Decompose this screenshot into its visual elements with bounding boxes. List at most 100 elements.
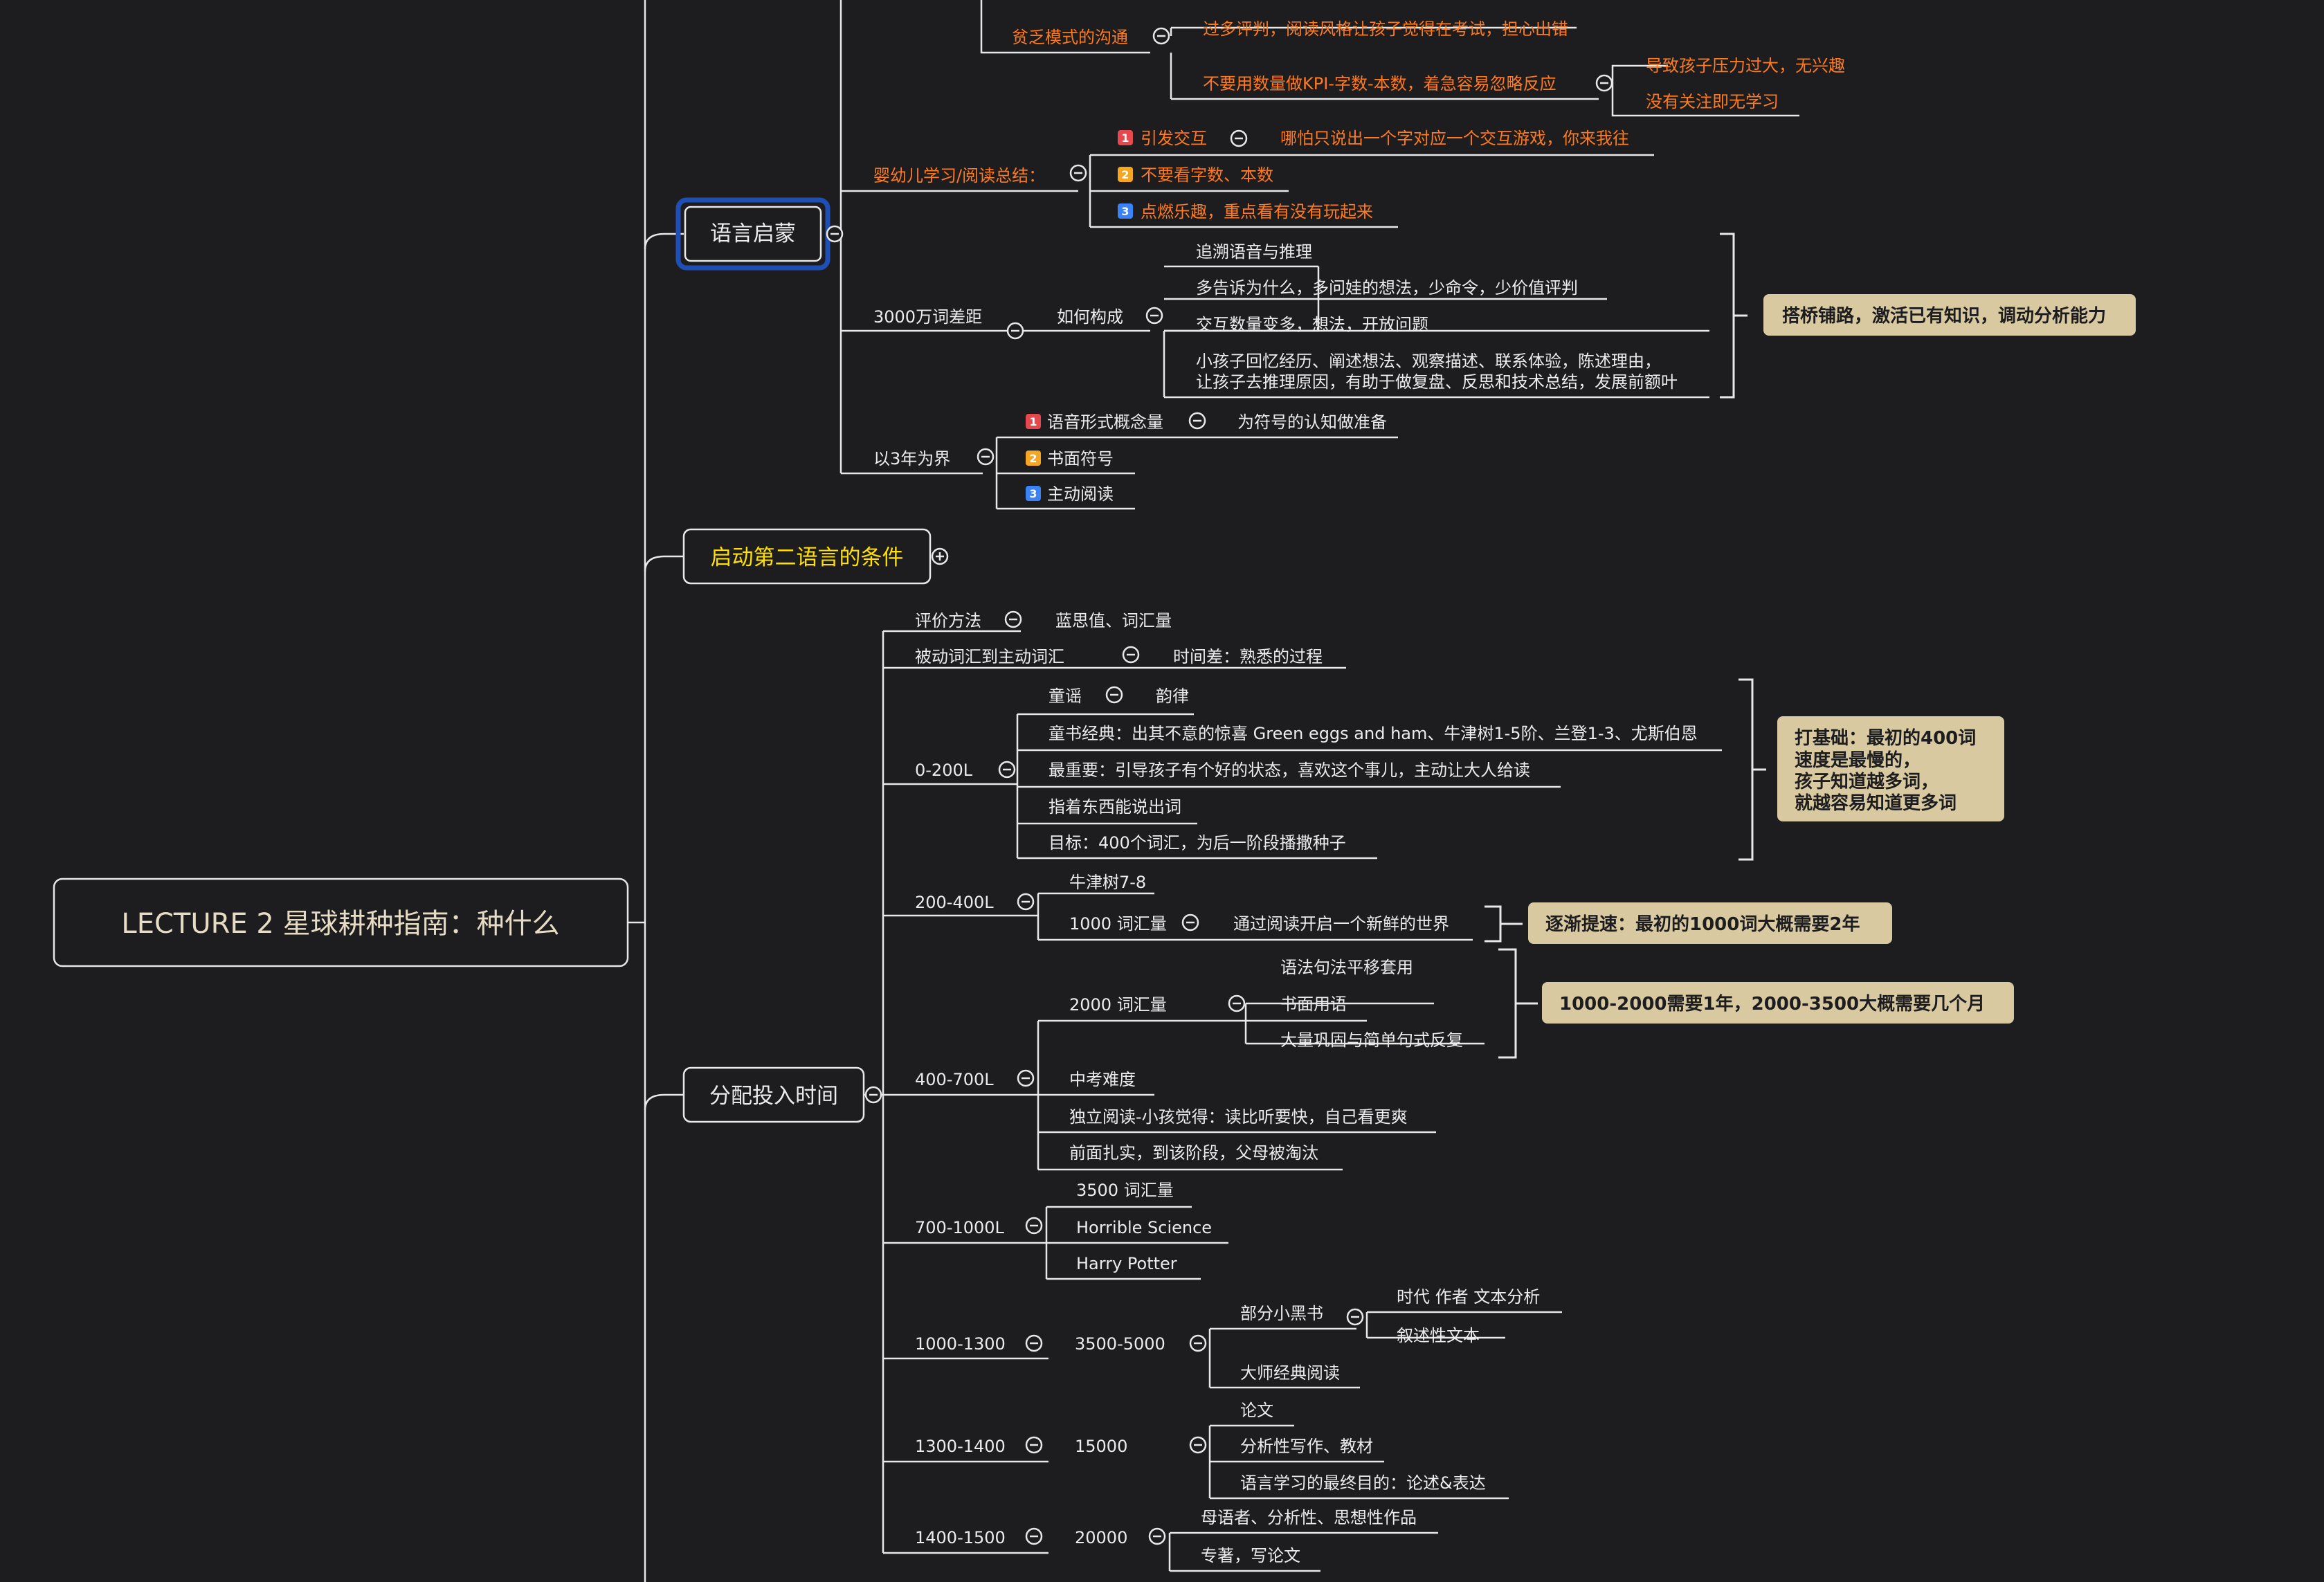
collapse-toggle-icon[interactable] (1189, 1334, 1207, 1352)
topic-classics[interactable]: 童书经典：出其不意的惊喜 Green eggs and ham、牛津树1-5阶、… (1048, 724, 1698, 743)
collapse-toggle-icon[interactable] (1017, 893, 1035, 911)
lang-node[interactable]: 语言启蒙 (675, 197, 830, 271)
topic-phonetic[interactable]: 语音形式概念量 (1047, 412, 1163, 432)
topic-l1400-1500[interactable]: 1400-1500 (915, 1528, 1006, 1547)
topic-too-much-eval[interactable]: 过多评判，阅读风格让孩子觉得在考试，担心出错 (1203, 19, 1568, 39)
alloc-node[interactable]: 分配投入时间 (682, 1066, 865, 1123)
topic-zhongkao[interactable]: 中考难度 (1069, 1070, 1136, 1089)
topic-no-count[interactable]: 不要看字数、本数 (1141, 165, 1273, 185)
collapse-toggle-icon[interactable] (1189, 1436, 1207, 1454)
topic-era-author[interactable]: 时代 作者 文本分析 (1397, 1287, 1540, 1307)
priority-2-icon: 2 (1026, 451, 1041, 466)
topic-more-interaction[interactable]: 交互数量变多，想法，开放问题 (1196, 315, 1428, 334)
collapse-toggle-icon[interactable] (1181, 913, 1199, 931)
topic-analytic[interactable]: 分析性写作、教材 (1240, 1437, 1373, 1456)
topic-eval-method[interactable]: 评价方法 (915, 611, 981, 630)
collapse-toggle-icon[interactable] (1230, 129, 1248, 147)
topic-trigger-detail[interactable]: 哪怕只说出一个字对应一个交互游戏，你来我往 (1280, 129, 1629, 148)
topic-more-why[interactable]: 多告诉为什么，多问娃的想法，少命令，少价值评判 (1196, 278, 1578, 298)
topic-black-books[interactable]: 部分小黑书 (1240, 1304, 1323, 1323)
callout-bridge[interactable]: 搭桥铺路，激活已有知识，调动分析能力 (1763, 294, 2136, 336)
collapse-toggle-icon[interactable] (998, 761, 1016, 779)
topic-harry[interactable]: Harry Potter (1076, 1254, 1177, 1273)
collapse-toggle-icon[interactable] (1188, 412, 1206, 430)
topic-goal-400[interactable]: 目标：400个词汇，为后一阶段播撒种子 (1048, 833, 1346, 853)
topic-most-important[interactable]: 最重要：引导孩子有个好的状态，喜欢这个事儿，主动让大人给读 (1048, 761, 1530, 780)
collapse-toggle-icon[interactable] (1145, 307, 1163, 325)
topic-l0-200[interactable]: 0-200L (915, 761, 973, 780)
callout-400[interactable]: 打基础：最初的400词 速度是最慢的， 孩子知道越多词， 就越容易知道更多词 (1777, 716, 2004, 821)
collapse-toggle-icon[interactable] (1148, 1527, 1166, 1545)
collapse-toggle-icon[interactable] (1025, 1436, 1043, 1454)
topic-horrible[interactable]: Horrible Science (1076, 1218, 1212, 1237)
topic-l1000-1300[interactable]: 1000-1300 (915, 1334, 1006, 1354)
topic-point-say[interactable]: 指着东西能说出词 (1048, 797, 1181, 817)
callout-2000[interactable]: 1000-2000需要1年，2000-3500大概需要几个月 (1542, 982, 2014, 1024)
collapse-toggle-icon[interactable] (864, 1086, 882, 1104)
collapse-toggle-icon[interactable] (977, 448, 995, 466)
topic-no-focus[interactable]: 没有关注即无学习 (1646, 92, 1779, 111)
topic-new-world[interactable]: 通过阅读开启一个新鲜的世界 (1233, 914, 1449, 934)
topic-l400-700[interactable]: 400-700L (915, 1070, 994, 1089)
topic-ultimate[interactable]: 语言学习的最终目的：论述&表达 (1240, 1473, 1486, 1493)
topic-syntax[interactable]: 语法句法平移套用 (1280, 958, 1413, 977)
topic-trigger[interactable]: 引发交互 (1141, 129, 1207, 148)
topic-vocab-3500[interactable]: 3500 词汇量 (1076, 1181, 1174, 1200)
topic-how[interactable]: 如何构成 (1057, 307, 1123, 327)
topic-infant-summary[interactable]: 婴幼儿学习/阅读总结： (873, 166, 1045, 185)
topic-monograph[interactable]: 专著，写论文 (1201, 1546, 1300, 1565)
topic-lack-mode[interactable]: 贫乏模式的沟通 (1012, 28, 1128, 47)
topic-l200-400[interactable]: 200-400L (915, 893, 994, 912)
collapse-toggle-icon[interactable] (1346, 1308, 1364, 1326)
topic-v15000[interactable]: 15000 (1075, 1437, 1127, 1456)
topic-narrative[interactable]: 叙述性文本 (1397, 1326, 1480, 1345)
topic-trace[interactable]: 追溯语音与推理 (1196, 242, 1312, 262)
topic-passive-active[interactable]: 被动词汇到主动词汇 (915, 647, 1064, 666)
topic-time-gap[interactable]: 时间差：熟悉的过程 (1173, 647, 1323, 666)
collapse-toggle-icon[interactable] (1017, 1069, 1035, 1087)
topic-vocab-2000[interactable]: 2000 词汇量 (1069, 995, 1167, 1015)
collapse-toggle-icon[interactable] (1006, 322, 1024, 340)
topic-thesis[interactable]: 论文 (1240, 1401, 1273, 1420)
topic-lexile-vocab[interactable]: 蓝思值、词汇量 (1055, 611, 1172, 630)
topic-gap[interactable]: 3000万词差距 (873, 307, 982, 327)
collapse-toggle-icon[interactable] (1025, 1334, 1043, 1352)
collapse-toggle-icon[interactable] (1228, 994, 1246, 1012)
collapse-toggle-icon[interactable] (1105, 686, 1123, 704)
collapse-toggle-icon[interactable] (826, 225, 844, 243)
topic-parents-out[interactable]: 前面扎实，到该阶段，父母被淘汰 (1069, 1143, 1318, 1163)
topic-active-reading[interactable]: 主动阅读 (1047, 484, 1114, 504)
topic-v3500-5000[interactable]: 3500-5000 (1075, 1334, 1165, 1354)
topic-masters[interactable]: 大师经典阅读 (1240, 1363, 1340, 1383)
topic-pressure[interactable]: 导致孩子压力过大，无兴趣 (1646, 56, 1845, 75)
topic-rhymes[interactable]: 童谣 (1048, 687, 1082, 706)
topic-consolidate[interactable]: 大量巩固与简单句式反复 (1280, 1030, 1463, 1050)
topic-no-kpi[interactable]: 不要用数量做KPI-字数-本数，着急容易忽略反应 (1203, 74, 1556, 93)
topic-symbol-prep[interactable]: 为符号的认知做准备 (1237, 412, 1387, 432)
topic-independent[interactable]: 独立阅读-小孩觉得：读比听要快，自己看更爽 (1069, 1107, 1408, 1127)
collapse-toggle-icon[interactable] (1069, 164, 1087, 182)
topic-recall-2[interactable]: 让孩子去推理原因，有助于做复盘、反思和技术总结，发展前额叶 (1196, 372, 1678, 392)
topic-recall-1[interactable]: 小孩子回忆经历、阐述想法、观察描述、联系体验，陈述理由， (1196, 352, 1661, 371)
collapse-toggle-icon[interactable] (1595, 74, 1613, 92)
topic-native[interactable]: 母语者、分析性、思想性作品 (1201, 1508, 1417, 1527)
root-node[interactable]: LECTURE 2 星球耕种指南：种什么 (53, 878, 629, 967)
second-lang-node[interactable]: 启动第二语言的条件 (682, 528, 932, 585)
callout-1000[interactable]: 逐渐提速：最初的1000词大概需要2年 (1528, 902, 1892, 944)
topic-oxford-7-8[interactable]: 牛津树7-8 (1069, 873, 1146, 892)
topic-l1300-1400[interactable]: 1300-1400 (915, 1437, 1006, 1456)
topic-rhythm[interactable]: 韵律 (1156, 687, 1189, 706)
topic-v20000[interactable]: 20000 (1075, 1528, 1127, 1547)
collapse-toggle-icon[interactable] (1025, 1217, 1043, 1235)
collapse-toggle-icon[interactable] (1122, 646, 1140, 664)
collapse-toggle-icon[interactable] (1152, 27, 1170, 45)
topic-written[interactable]: 书面符号 (1047, 449, 1114, 469)
topic-three-years[interactable]: 以3年为界 (873, 449, 950, 469)
expand-toggle-icon[interactable] (931, 547, 949, 565)
collapse-toggle-icon[interactable] (1025, 1527, 1043, 1545)
topic-l700-1000[interactable]: 700-1000L (915, 1218, 1005, 1237)
topic-fun[interactable]: 点燃乐趣，重点看有没有玩起来 (1141, 202, 1373, 221)
topic-vocab-1000[interactable]: 1000 词汇量 (1069, 914, 1167, 934)
collapse-toggle-icon[interactable] (1004, 610, 1022, 628)
topic-written-lang[interactable]: 书面用语 (1280, 994, 1347, 1014)
